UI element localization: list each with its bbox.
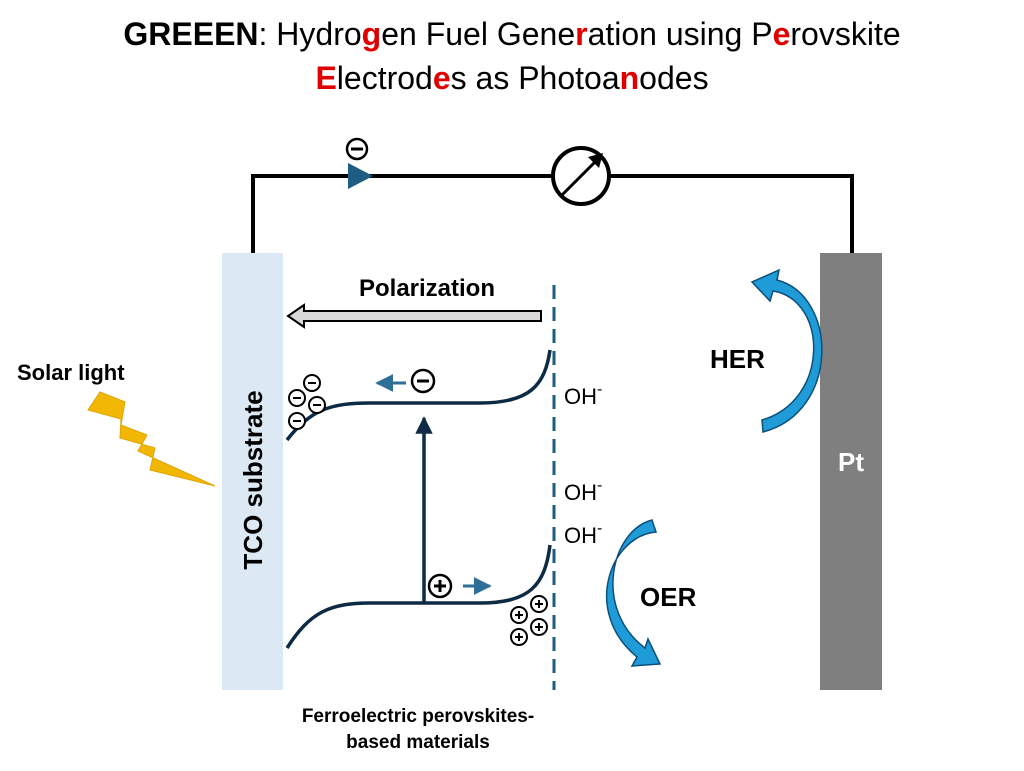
oh-label-1: OH- xyxy=(564,381,602,409)
title-segment: odes xyxy=(639,60,709,96)
material-label-line-1: Ferroelectric perovskites- xyxy=(302,706,534,727)
svg-text:OH-: OH- xyxy=(564,477,602,505)
electron-cluster xyxy=(288,374,326,430)
title-segment: n xyxy=(619,60,640,96)
oer-label: OER xyxy=(640,582,697,612)
title-line-2: Electrodes as Photoanodes xyxy=(0,58,1024,98)
valence-band xyxy=(285,544,552,649)
title-segment: lectrod xyxy=(336,60,433,96)
title-segment: g xyxy=(361,16,382,52)
pt-label: Pt xyxy=(838,447,864,477)
pt-electrode xyxy=(820,253,882,690)
svg-text:OH-: OH- xyxy=(564,520,602,548)
title-segment: ation using P xyxy=(587,16,773,52)
oer-curved-arrow xyxy=(605,519,662,667)
lightning-bolt-icon xyxy=(87,391,216,487)
current-direction-icon xyxy=(348,163,373,189)
title-segment: s as Photoa xyxy=(450,60,620,96)
title-segment: rovskite xyxy=(790,16,901,52)
oh-label-3: OH- xyxy=(564,520,602,548)
hole-icon xyxy=(427,573,453,599)
her-label: HER xyxy=(710,344,765,374)
conduction-band xyxy=(285,349,552,442)
polarization-label: Polarization xyxy=(359,275,495,302)
her-curved-arrow xyxy=(750,268,823,433)
title-segment: e xyxy=(432,60,451,96)
title-segment: : Hydro xyxy=(258,16,362,52)
circuit-wire xyxy=(251,174,854,255)
svg-text:OH-: OH- xyxy=(564,381,602,409)
material-label-line-2: based materials xyxy=(346,732,490,753)
title-segment: E xyxy=(315,60,337,96)
meter-icon xyxy=(551,146,611,206)
electron-icon xyxy=(345,137,369,161)
title-segment: GREEEN xyxy=(123,16,259,52)
oh-label-2: OH- xyxy=(564,477,602,505)
polarization-arrow xyxy=(286,303,542,329)
tco-substrate-label: TCO substrate xyxy=(238,390,268,569)
title-line-1: GREEEN: Hydrogen Fuel Generation using P… xyxy=(0,14,1024,54)
tco-substrate xyxy=(222,253,283,690)
hole-cluster xyxy=(510,595,548,646)
title-segment: en Fuel Gene xyxy=(381,16,576,52)
title-segment: r xyxy=(575,16,588,52)
solar-light-label: Solar light xyxy=(17,360,125,385)
title-segment: e xyxy=(772,16,791,52)
electron-icon xyxy=(410,368,436,394)
